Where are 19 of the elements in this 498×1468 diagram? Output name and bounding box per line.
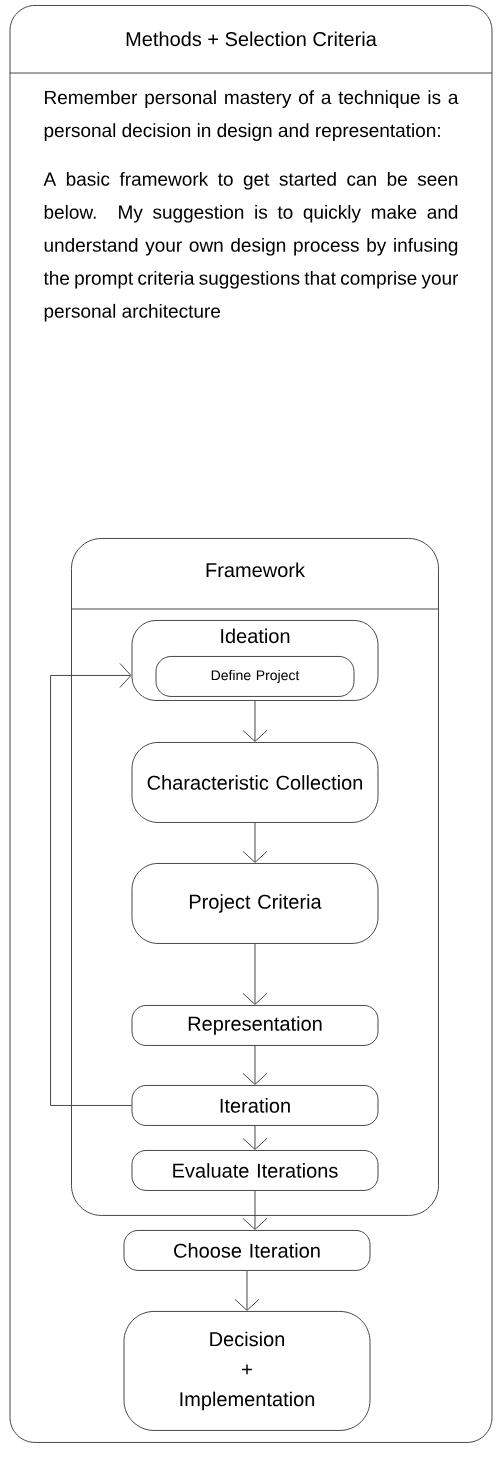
process-box: Choose Iteration — [123, 1230, 371, 1271]
process-box: Representation — [131, 1005, 379, 1046]
heading: Framework — [206, 562, 305, 578]
arrow — [242, 943, 268, 1005]
paragraph: Remember personal mastery of a technique is a personal decision in design and representation: — [44, 90, 459, 141]
arrow — [234, 1270, 260, 1311]
process-box: Characteristic Collection — [131, 742, 379, 823]
process-box: Iteration — [131, 1085, 379, 1126]
heading: Ideation — [221, 628, 290, 644]
framework-panel — [71, 538, 439, 1216]
card — [9, 5, 493, 1443]
process-box — [131, 620, 379, 701]
process-box: Evaluate Iterations — [131, 1150, 379, 1191]
process-box: Decision + Implementation — [123, 1311, 371, 1431]
process-box: Project Criteria — [131, 863, 379, 944]
heading: Methods + Selection Criteria — [126, 31, 377, 47]
arrow — [50, 663, 132, 1106]
process-box: Define Project — [155, 656, 355, 697]
paragraph: A basic framework to get started can be seen below. My suggestion is to quickly make and understand your own design process by infusing the prompt criteria suggestions that comprise your personal architecture — [43, 171, 459, 322]
